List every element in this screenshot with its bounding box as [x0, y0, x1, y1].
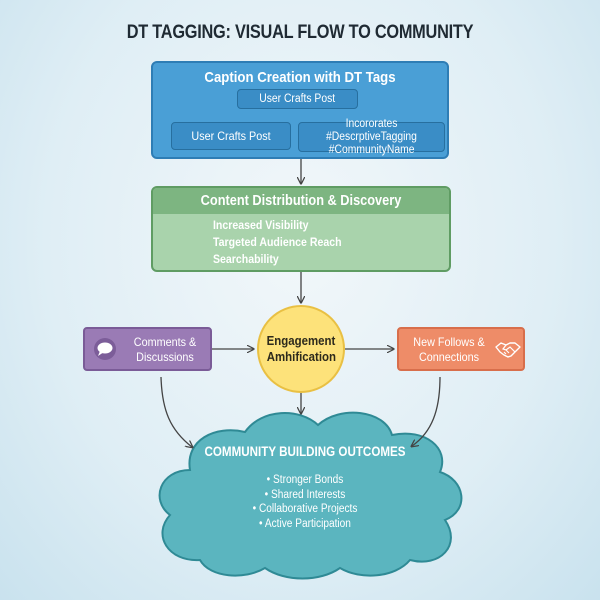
comments-label: Comments & Discussions: [133, 335, 197, 364]
speech-bubble-icon: [94, 338, 116, 360]
comments-discussions-box: Comments & Discussions: [83, 327, 212, 371]
distribution-item: Increased Visibility: [213, 218, 309, 232]
distribution-item: Targeted Audience Reach: [213, 235, 342, 249]
follows-label: New Follows & Connections: [413, 335, 485, 364]
new-follows-box: New Follows & Connections: [397, 327, 525, 371]
distribution-item: Searchability: [213, 252, 279, 266]
distribution-header: [153, 188, 449, 214]
distribution-title: Content Distribution & Discovery: [200, 193, 402, 209]
arrow-follows-to-outcomes: [412, 376, 441, 446]
outcome-item: • Shared Interests: [264, 489, 346, 501]
outcome-item: • Active Participation: [259, 518, 351, 530]
handshake-icon: [495, 342, 521, 358]
outcome-item: • Collaborative Projects: [252, 503, 358, 515]
incorporates-tags-node: Incororates #DescrptiveTagging #Communit…: [298, 118, 445, 156]
caption-creation-title: Caption Creation with DT Tags: [204, 69, 396, 86]
left-user-crafts-post-node: User Crafts Post: [171, 122, 291, 150]
top-user-crafts-post-node: User Crafts Post: [237, 89, 358, 109]
engagement-amplification-node: Engagement Amhification: [257, 305, 345, 393]
community-outcomes-cloud: [158, 411, 463, 580]
outcome-item: • Stronger Bonds: [266, 474, 344, 486]
diagram-title: DT TAGGING: VISUAL FLOW TO COMMUNITY: [126, 22, 474, 43]
content-distribution-box: Content Distribution & Discovery Increas…: [151, 186, 451, 272]
outcomes-title: COMMUNITY BUILDING OUTCOMES: [204, 444, 406, 459]
arrow-comments-to-outcomes: [160, 376, 192, 447]
